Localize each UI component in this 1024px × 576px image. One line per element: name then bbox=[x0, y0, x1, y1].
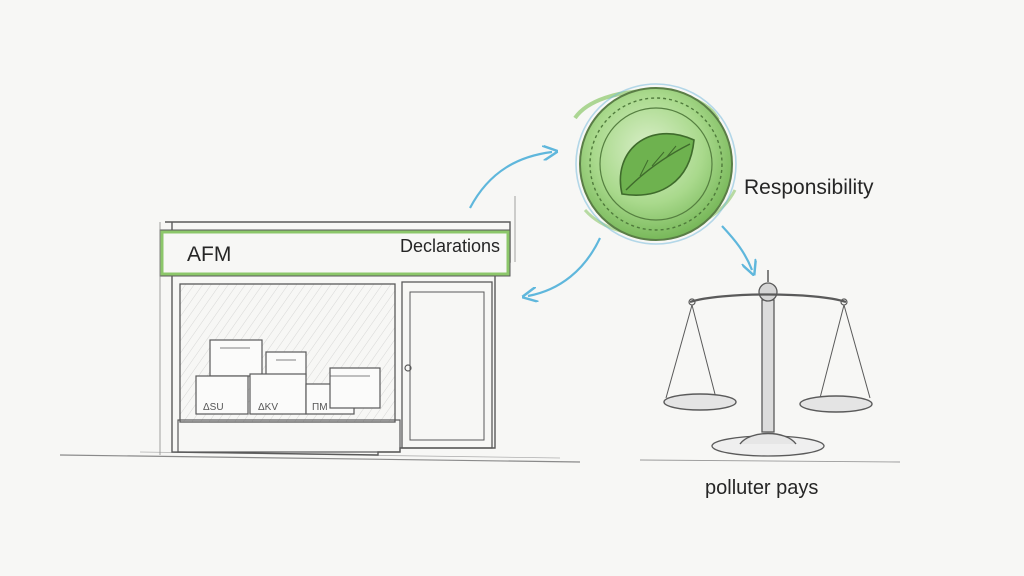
box bbox=[249, 373, 307, 415]
polluter-pays-label: polluter pays bbox=[705, 477, 819, 499]
box-label: ΠM bbox=[312, 402, 328, 413]
box-label: ΔSU bbox=[203, 402, 224, 413]
arrow-coin-to-store bbox=[528, 237, 601, 296]
box bbox=[209, 339, 263, 377]
balance-scale-icon bbox=[639, 270, 901, 463]
box bbox=[195, 375, 249, 415]
storefront bbox=[159, 196, 516, 456]
box bbox=[329, 367, 381, 409]
store-door bbox=[401, 281, 493, 449]
leaf-icon bbox=[619, 133, 695, 196]
arrow-coin-to-scale bbox=[721, 225, 752, 270]
box-label: ΔKV bbox=[258, 402, 278, 413]
box bbox=[265, 351, 307, 377]
store-sign-right-label: Declarations bbox=[400, 236, 501, 256]
store-sign bbox=[160, 230, 510, 276]
boxes bbox=[195, 339, 381, 415]
arrow-store-to-coin bbox=[469, 152, 552, 209]
responsibility-label: Responsibility bbox=[744, 176, 874, 199]
coin bbox=[573, 83, 737, 245]
store-sign-left-label: AFM bbox=[187, 243, 232, 266]
door-handle bbox=[404, 364, 412, 372]
